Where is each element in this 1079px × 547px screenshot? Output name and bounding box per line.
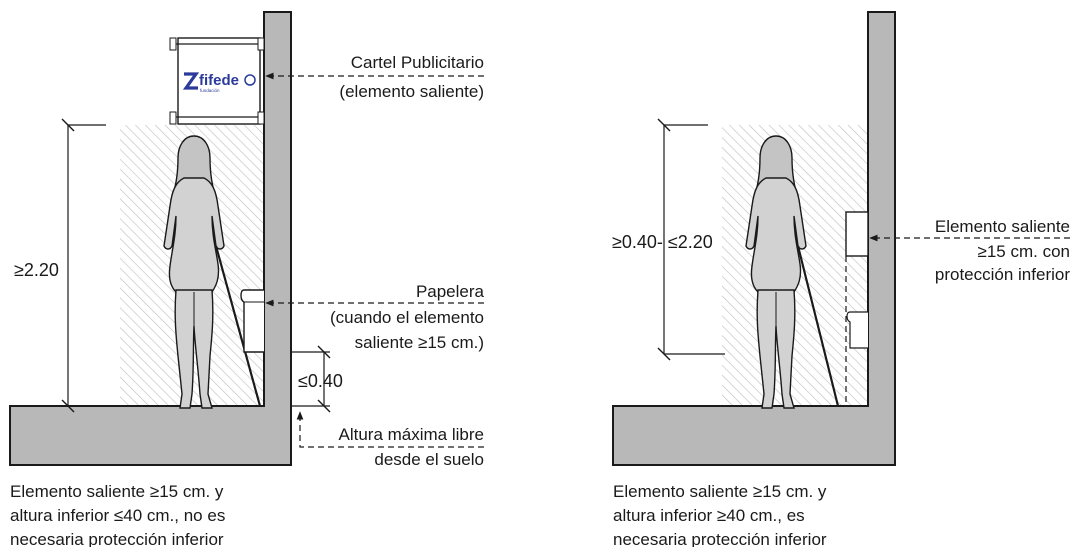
floor-note-leader: [296, 411, 484, 448]
bin-label-line1: Papelera: [416, 282, 485, 301]
logo-mark-icon: [182, 72, 200, 90]
bin-label-line2: (cuando el elemento: [330, 308, 484, 327]
left-caption-line1: Elemento saliente ≥15 cm. y: [10, 482, 224, 501]
left-caption-line3: necesaria protección inferior: [10, 530, 224, 547]
waste-bin: [240, 289, 264, 353]
wall-and-floor: [9, 11, 292, 466]
left-caption-line2: altura inferior ≤40 cm., no es: [10, 506, 225, 525]
sign-label-line2: (elemento saliente): [339, 82, 484, 101]
right-caption-line1: Elemento saliente ≥15 cm. y: [613, 482, 827, 501]
floor-note-line2: desde el suelo: [374, 450, 484, 469]
logo-subtext: fundación: [200, 88, 220, 93]
element-label-line2: ≥15 cm. con: [978, 242, 1070, 261]
height-dimension-label-right: ≥0.40- ≤2.20: [612, 232, 713, 252]
wall-and-floor-right: [612, 11, 896, 466]
right-caption-line3: necesaria protección inferior: [613, 530, 827, 547]
woman-with-cane: [163, 135, 262, 409]
protruding-element: [845, 211, 869, 406]
right-diagram: ≥0.40- ≤2.20 Elemento saliente ≥15 cm. c…: [612, 11, 1070, 547]
logo-text: fifede: [199, 72, 239, 89]
element-label-line3: protección inferior: [935, 265, 1070, 284]
advertising-sign: fifede fundación: [169, 37, 265, 125]
element-label-line1: Elemento saliente: [935, 217, 1070, 236]
left-diagram: fifede fundación Cartel Publicitario (el…: [9, 11, 485, 547]
bin-label-line3: saliente ≥15 cm.): [355, 333, 484, 352]
logo-seal-icon: [244, 74, 256, 86]
floor-note-line1: Altura máxima libre: [339, 425, 485, 444]
sign-label-line1: Cartel Publicitario: [351, 53, 484, 72]
woman-with-cane-right: [745, 135, 840, 409]
low-dimension-label: ≤0.40: [298, 371, 343, 391]
right-caption-line2: altura inferior ≥40 cm., es: [613, 506, 805, 525]
height-dimension-label: ≥2.20: [14, 260, 59, 280]
